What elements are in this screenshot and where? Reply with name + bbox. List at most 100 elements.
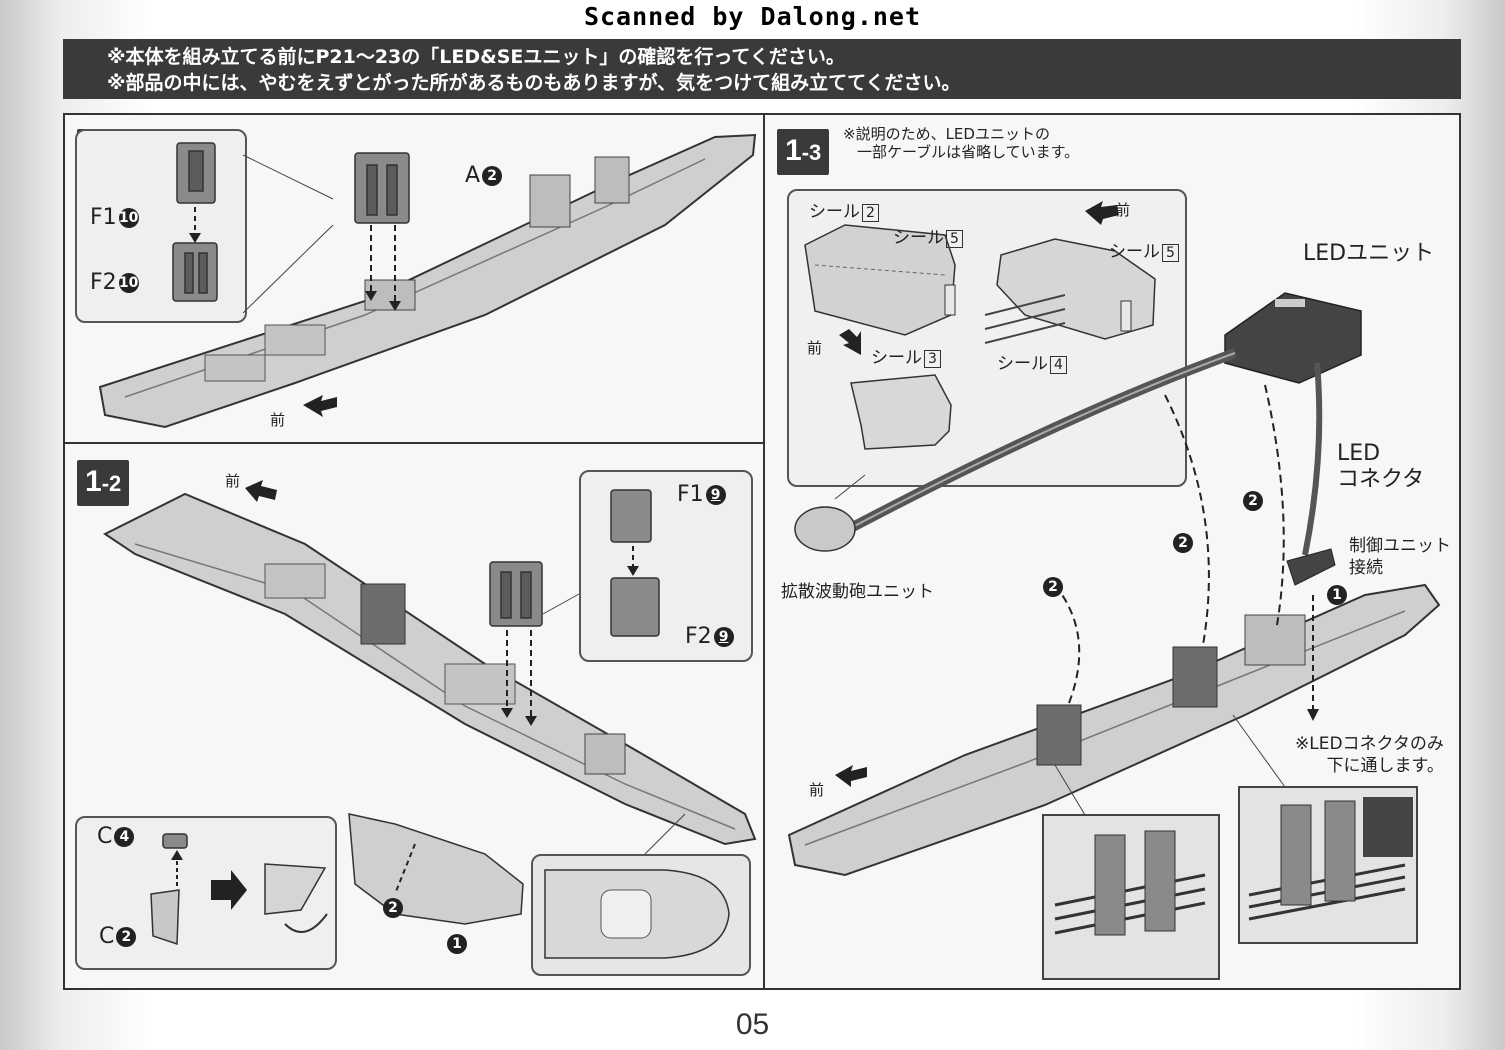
order-1-badge: 1 (445, 930, 467, 954)
order-2-c: 2 (1241, 487, 1263, 511)
front-arrow-icon (303, 395, 337, 417)
order-1-led-num: 1 (1327, 584, 1347, 605)
step-1-3-badge: 1-3 (777, 129, 830, 175)
label-seal-5-right-num: 5 (1162, 244, 1179, 262)
step-1-2-panel: 1-2 前 (63, 442, 765, 990)
page-number: 05 (735, 1008, 770, 1041)
label-front-1-1: 前 (270, 411, 286, 429)
label-led-connector: LED コネクタ (1337, 441, 1424, 493)
f1-part-icon (176, 142, 216, 204)
step-1-2-badge-sub: -2 (101, 471, 122, 496)
order-2-num: 2 (383, 897, 403, 918)
label-control-unit: 制御ユニット 接続 (1349, 535, 1451, 579)
label-f1-10-code: F1 (90, 205, 117, 230)
label-led-unit: LEDユニット (1303, 241, 1435, 266)
step-1-2-badge-main: 1 (85, 465, 102, 498)
caution-banner: ※本体を組み立てる前にP21～23の「LED&SEユニット」の確認を行ってくださ… (63, 39, 1461, 99)
order-2-badge: 2 (381, 894, 403, 918)
order-1-led: 1 (1325, 581, 1347, 605)
order-2-a-num: 2 (1043, 576, 1063, 597)
label-seal-3-num: 3 (924, 350, 941, 368)
scanner-credit: Scanned by Dalong.net (583, 2, 922, 31)
step-1-2-parts-inset (579, 470, 753, 662)
label-front-seal-left: 前 (807, 339, 823, 357)
label-seal-2-num: 2 (862, 204, 879, 222)
label-diffusion-unit: 拡散波動砲ユニット (781, 582, 934, 602)
step-1-2-badge: 1-2 (77, 460, 130, 506)
label-pass-note: ※LEDコネクタのみ 下に通します。 (1295, 733, 1444, 777)
led-unit-box-icon (1224, 292, 1362, 384)
label-f2-10-code: F2 (90, 270, 117, 295)
label-f2-10-num: 10 (118, 273, 139, 293)
omission-note-line1: ※説明のため、LEDユニットの (843, 125, 1050, 143)
label-front-hull: 前 (809, 781, 825, 799)
f2-part-icon (172, 242, 218, 302)
detail-inset-left-icon (1042, 814, 1220, 980)
label-pass-note-line2: 下に通します。 (1326, 756, 1444, 776)
hull-part-a-icon (98, 133, 757, 429)
omission-note: ※説明のため、LEDユニットの 一部ケーブルは省略しています。 (843, 125, 1079, 161)
seal-unit-right-icon (996, 238, 1156, 340)
step-1-1-panel: 1-1 (63, 113, 765, 444)
step-1-1-parts-inset (75, 129, 247, 323)
label-f1-9-num: 9 (705, 485, 726, 505)
caution-note-2: ※部品の中には、やむをえずとがった所があるものもありますが、気をつけて組み立てて… (107, 72, 961, 94)
step-1-2-diagram (103, 480, 757, 959)
label-seal-4-text: シール (997, 354, 1048, 374)
label-led-connector-line1: LED (1337, 441, 1381, 466)
omission-note-line2: 一部ケーブルは省略しています。 (857, 143, 1080, 161)
label-seal-5-right-text: シール (1109, 242, 1160, 262)
caution-note-1: ※本体を組み立てる前にP21～23の「LED&SEユニット」の確認を行ってくださ… (107, 46, 845, 68)
label-c2-num: 2 (116, 927, 137, 947)
label-front-seal-right: 前 (1115, 201, 1131, 219)
label-pass-note-line1: ※LEDコネクタのみ (1295, 734, 1444, 754)
order-2-b: 2 (1171, 529, 1193, 553)
led-connector-icon (1286, 548, 1336, 586)
label-c2-code: C (99, 924, 115, 949)
label-c4-num: 4 (114, 827, 135, 847)
step-1-1-diagram (98, 133, 757, 429)
order-1-num: 1 (447, 933, 467, 954)
order-2-a: 2 (1041, 573, 1063, 597)
label-a2-letter: A (465, 163, 481, 188)
label-f2-9-num: 9 (713, 627, 734, 647)
hull-icon (103, 492, 757, 846)
step-1-3-diagram (787, 201, 1441, 980)
step-1-3-panel: 1-3 ※説明のため、LEDユニットの 一部ケーブルは省略しています。 (763, 113, 1461, 990)
next-arrow-icon (211, 870, 247, 910)
label-led-connector-line2: コネクタ (1337, 467, 1425, 492)
step-1-3-badge-main: 1 (785, 134, 802, 167)
label-seal-5-left-text: シール (893, 228, 944, 248)
label-f1-9-code: F1 (677, 482, 704, 507)
label-control-unit-line2: 接続 (1349, 558, 1383, 578)
label-f2-9-code: F2 (685, 624, 712, 649)
order-2-c-num: 2 (1243, 490, 1263, 511)
front-arrow-icon (1085, 201, 1119, 225)
diffusion-unit-icon (794, 506, 856, 552)
order-2-b-num: 2 (1173, 532, 1193, 553)
step-1-3-badge-sub: -3 (801, 140, 822, 165)
label-f1-10-num: 10 (118, 208, 139, 228)
front-arrow-icon (839, 329, 861, 355)
label-seal-3-text: シール (871, 348, 922, 368)
label-front-1-2: 前 (225, 472, 241, 490)
label-seal-2-text: シール (809, 202, 860, 222)
label-seal-5-left-num: 5 (946, 230, 963, 248)
front-arrow-icon (835, 765, 867, 787)
front-arrow-icon (245, 480, 277, 502)
label-seal-4-num: 4 (1050, 356, 1067, 374)
label-a2-num: 2 (482, 166, 503, 186)
label-control-unit-line1: 制御ユニット (1349, 536, 1451, 556)
